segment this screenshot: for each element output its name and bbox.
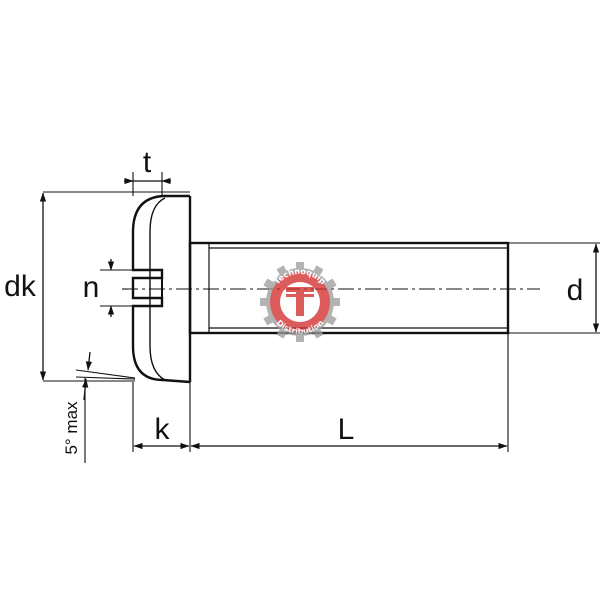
label-angle: 5° max [62,401,81,455]
screw-shank [188,241,510,335]
label-L: L [338,413,355,446]
dimension-lines [39,177,600,450]
watermark-logo: Technoquip Distribution [260,262,340,342]
label-k: k [155,413,171,446]
label-dk: dk [4,270,37,303]
label-n: n [83,271,100,304]
label-d: d [567,274,584,307]
label-t: t [143,146,152,179]
